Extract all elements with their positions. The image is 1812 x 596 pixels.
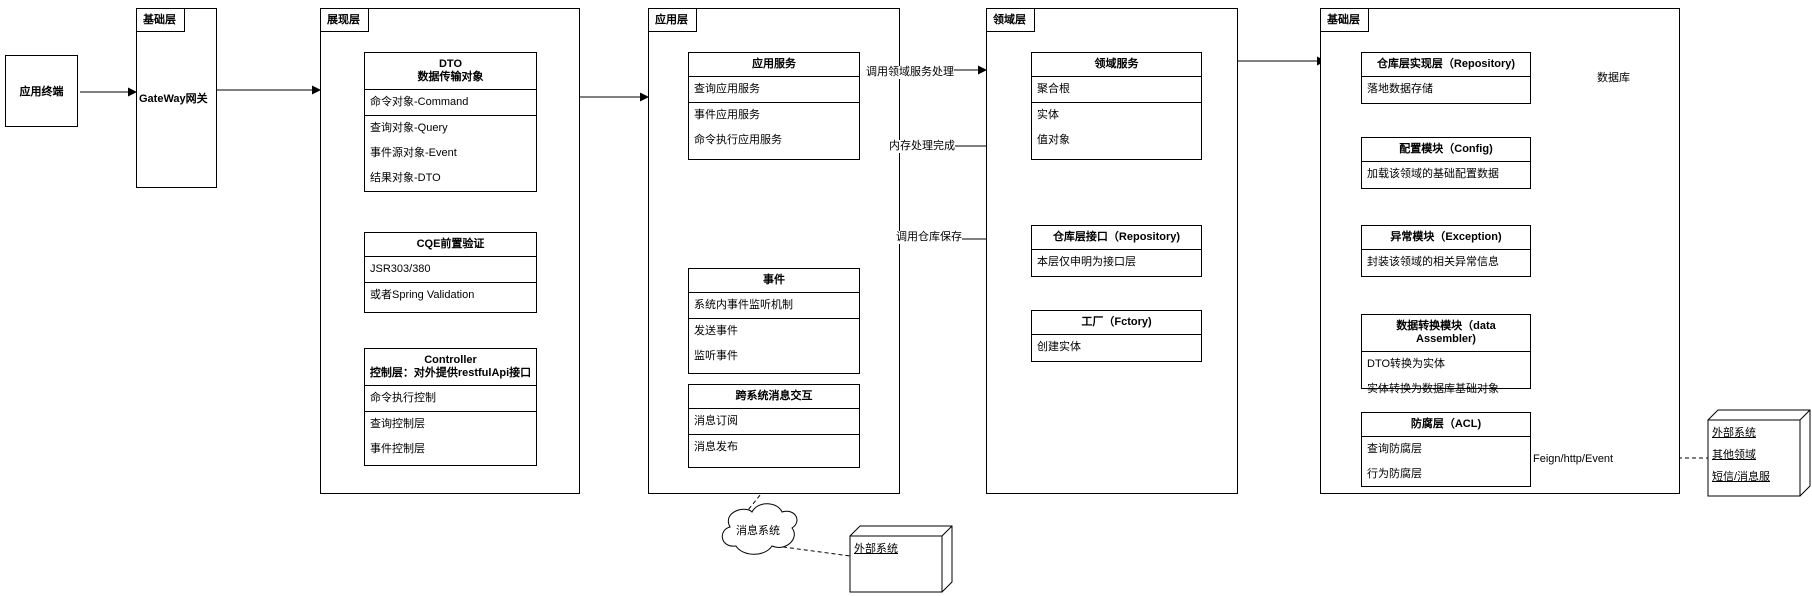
factory-class: 工厂（Fctory) 创建实体 — [1031, 310, 1202, 362]
domain-service-row: 聚合根 — [1037, 83, 1070, 95]
message-system-label: 消息系统 — [736, 525, 780, 537]
controller-row: 事件控制层 — [370, 443, 425, 455]
terminal-box: 应用终端 — [5, 55, 78, 127]
infra-external-item: 外部系统 — [1712, 427, 1756, 439]
exception-class: 异常模块（Exception) 封装该领域的相关异常信息 — [1361, 225, 1531, 277]
event-row: 监听事件 — [694, 350, 738, 362]
dto-title: DTO — [438, 58, 463, 70]
controller-row: 查询控制层 — [370, 418, 425, 430]
dto-row: 命令对象-Command — [370, 96, 469, 108]
domain-service-title: 领域服务 — [1032, 53, 1201, 77]
config-class: 配置模块（Config) 加载该领域的基础配置数据 — [1361, 137, 1531, 189]
domain-service-class: 领域服务 聚合根 实体值对象 — [1031, 52, 1202, 160]
app-external-label: 外部系统 — [854, 543, 898, 555]
gateway-layer: 基础层 GateWay网关 — [136, 8, 217, 188]
infra-external-item: 其他领域 — [1712, 449, 1756, 461]
infra-external-systems: 外部系统 其他领域 短信/消息服 — [1712, 422, 1770, 488]
controller-title: Controller — [424, 354, 477, 366]
infrastructure-layer-tag: 基础层 — [1321, 9, 1369, 32]
config-row: 加载该领域的基础配置数据 — [1367, 168, 1499, 180]
gateway-label: GateWay网关 — [139, 93, 208, 106]
infra-repo-class: 仓库层实现层（Repository) 落地数据存储 — [1361, 52, 1531, 104]
cqe-class: CQE前置验证 JSR303/380 或者Spring Validation — [364, 232, 537, 313]
exception-row: 封装该领域的相关异常信息 — [1367, 256, 1499, 268]
event-row: 发送事件 — [694, 325, 738, 337]
domain-repo-class: 仓库层接口（Repository) 本层仅申明为接口层 — [1031, 225, 1202, 277]
cqe-row: JSR303/380 — [370, 263, 431, 275]
acl-row: 行为防腐层 — [1367, 468, 1422, 480]
dto-row: 查询对象-Query — [370, 122, 448, 134]
edge-label-call-repo: 调用仓库保存 — [896, 231, 962, 244]
assembler-row: DTO转换为实体 — [1367, 358, 1446, 370]
database-label: 数据库 — [1597, 72, 1630, 84]
acl-title: 防腐层（ACL) — [1362, 413, 1530, 437]
infra-repo-row: 落地数据存储 — [1367, 83, 1433, 95]
controller-subtitle: 控制层：对外提供restfulApi接口 — [369, 367, 532, 379]
gateway-layer-tag: 基础层 — [137, 9, 185, 32]
dto-subtitle: 数据传输对象 — [417, 71, 484, 83]
cross-system-row: 消息订阅 — [694, 415, 738, 427]
app-external-system: 外部系统 — [854, 538, 898, 560]
domain-service-row: 实体 — [1037, 109, 1059, 121]
app-service-class: 应用服务 查询应用服务 事件应用服务命令执行应用服务 — [688, 52, 860, 160]
controller-row: 命令执行控制 — [370, 392, 436, 404]
infra-external-item: 短信/消息服 — [1712, 471, 1771, 483]
event-row: 系统内事件监听机制 — [694, 299, 793, 311]
event-title: 事件 — [689, 269, 859, 293]
presentation-layer-tag: 展现层 — [321, 9, 369, 32]
terminal-label: 应用终端 — [19, 86, 64, 98]
edge-label-feign: Feign/http/Event — [1533, 453, 1614, 466]
assembler-row: 实体转换为数据库基础对象 — [1367, 383, 1499, 395]
cross-system-title: 跨系统消息交互 — [689, 385, 859, 409]
cqe-title: CQE前置验证 — [365, 233, 536, 257]
dto-row: 事件源对象-Event — [370, 147, 457, 159]
infra-repo-title: 仓库层实现层（Repository) — [1362, 53, 1530, 77]
app-service-row: 命令执行应用服务 — [694, 134, 782, 146]
cross-system-row: 消息发布 — [694, 441, 738, 453]
factory-row: 创建实体 — [1037, 341, 1081, 353]
acl-row: 查询防腐层 — [1367, 443, 1422, 455]
domain-layer-tag: 领域层 — [987, 9, 1035, 32]
assembler-class: 数据转换模块（data Assembler) DTO转换为实体实体转换为数据库基… — [1361, 314, 1531, 395]
domain-repo-row: 本层仅申明为接口层 — [1037, 256, 1136, 268]
dto-row: 结果对象-DTO — [370, 172, 441, 184]
acl-class: 防腐层（ACL) 查询防腐层行为防腐层 — [1361, 412, 1531, 487]
cqe-row: 或者Spring Validation — [370, 289, 475, 301]
event-class: 事件 系统内事件监听机制 发送事件监听事件 — [688, 268, 860, 374]
exception-title: 异常模块（Exception) — [1362, 226, 1530, 250]
config-title: 配置模块（Config) — [1362, 138, 1530, 162]
app-service-row: 查询应用服务 — [694, 83, 760, 95]
application-layer-tag: 应用层 — [649, 9, 697, 32]
domain-repo-title: 仓库层接口（Repository) — [1032, 226, 1201, 250]
app-service-title: 应用服务 — [689, 53, 859, 77]
assembler-title: 数据转换模块（data Assembler) — [1362, 315, 1530, 352]
domain-service-row: 值对象 — [1037, 134, 1070, 146]
edge-label-memory-done: 内存处理完成 — [889, 140, 955, 153]
factory-title: 工厂（Fctory) — [1032, 311, 1201, 335]
cross-system-class: 跨系统消息交互 消息订阅 消息发布 — [688, 384, 860, 468]
edge-label-call-domain: 调用领域服务处理 — [866, 66, 954, 79]
app-service-row: 事件应用服务 — [694, 109, 760, 121]
edge-mq-external — [775, 545, 851, 557]
